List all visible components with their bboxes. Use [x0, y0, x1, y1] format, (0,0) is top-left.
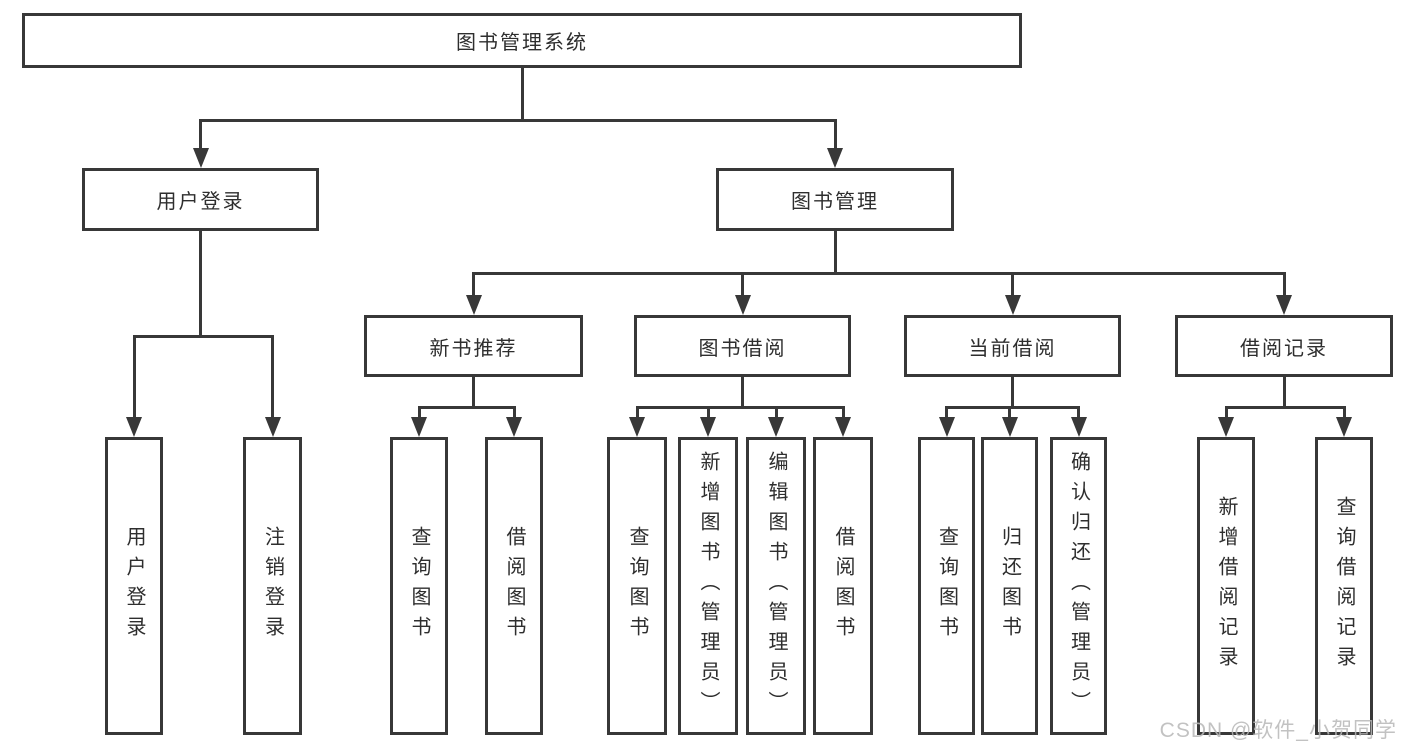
edge-arrowhead	[700, 417, 716, 437]
edge-arrowhead	[192, 148, 209, 168]
edge-line	[199, 119, 202, 154]
edge-line	[1282, 377, 1286, 406]
edge-arrowhead	[1004, 295, 1021, 315]
diagram-box-leaf-add-book: 新增图书（管理员）	[678, 437, 738, 735]
edge-line	[1224, 406, 1346, 409]
edge-line	[945, 406, 1080, 409]
diagram-box-label: 查询图书	[626, 526, 648, 646]
diagram-box-leaf-query-borrow-record: 查询借阅记录	[1315, 437, 1373, 735]
edge-line	[472, 272, 1286, 275]
edge-line	[1011, 272, 1014, 301]
diagram-box-label: 借阅图书	[832, 526, 854, 646]
diagram-box-label: 注销登录	[261, 526, 284, 646]
diagram-box-leaf-edit-book: 编辑图书（管理员）	[746, 437, 806, 735]
diagram-box-label: 确认归还（管理员）	[1067, 451, 1090, 721]
diagram-box-leaf-borrow-book-2: 借阅图书	[813, 437, 873, 735]
edge-line	[1011, 377, 1014, 406]
edge-line	[841, 406, 845, 423]
edge-line	[833, 231, 837, 272]
edge-line	[833, 119, 837, 154]
edge-line	[741, 377, 744, 406]
diagram-box-current-borrow: 当前借阅	[904, 315, 1121, 377]
diagram-box-label: 图书管理系统	[456, 32, 588, 54]
edge-line	[132, 335, 274, 338]
diagram-box-label: 查询图书	[935, 526, 958, 646]
edge-arrowhead	[1276, 295, 1292, 315]
diagram-box-label: 借阅记录	[1240, 337, 1328, 360]
diagram-box-label: 新增借阅记录	[1215, 496, 1237, 676]
diagram-box-user-login: 用户登录	[82, 168, 319, 231]
diagram-box-leaf-query-book-3: 查询图书	[918, 437, 975, 735]
edge-line	[706, 406, 710, 423]
edge-line	[774, 406, 778, 423]
diagram-box-label: 归还图书	[998, 526, 1021, 646]
edge-arrowhead	[835, 417, 851, 437]
edge-line	[741, 272, 744, 301]
diagram-box-leaf-confirm-return: 确认归还（管理员）	[1050, 437, 1107, 735]
diagram-box-root: 图书管理系统	[22, 13, 1022, 68]
edge-arrowhead	[506, 417, 522, 437]
edge-line	[1282, 272, 1286, 301]
diagram-box-leaf-query-book-1: 查询图书	[390, 437, 448, 735]
edge-line	[520, 68, 524, 119]
edge-arrowhead	[264, 417, 281, 437]
edge-line	[132, 335, 136, 423]
csdn-watermark: CSDN @软件_小贺同学	[1159, 719, 1397, 742]
edge-arrowhead	[629, 417, 645, 437]
edge-line	[199, 119, 837, 122]
diagram-box-label: 图书管理	[791, 191, 879, 213]
diagram-box-label: 图书借阅	[698, 337, 787, 360]
diagram-box-label: 新书推荐	[429, 337, 518, 360]
edge-line	[472, 272, 475, 301]
diagram-box-leaf-return-book: 归还图书	[981, 437, 1038, 735]
diagram-box-label: 用户登录	[156, 191, 245, 213]
diagram-box-label: 用户登录	[123, 526, 145, 646]
diagram-box-leaf-user-login: 用户登录	[105, 437, 163, 735]
edge-arrowhead	[1336, 417, 1352, 437]
edge-line	[1224, 406, 1228, 423]
edge-arrowhead	[1070, 417, 1087, 437]
edge-line	[635, 406, 639, 423]
diagram-box-label: 当前借阅	[968, 337, 1057, 360]
edge-line	[635, 406, 845, 409]
diagram-box-label: 新增图书（管理员）	[697, 451, 719, 721]
edge-line	[199, 231, 202, 335]
edge-arrowhead	[827, 148, 843, 168]
diagram-box-book-borrow: 图书借阅	[634, 315, 851, 377]
edge-line	[271, 335, 274, 423]
diagram-box-new-book-rec: 新书推荐	[364, 315, 583, 377]
edge-arrowhead	[1001, 417, 1018, 437]
edge-line	[1342, 406, 1346, 423]
diagram-box-leaf-borrow-book-1: 借阅图书	[485, 437, 543, 735]
edge-arrowhead	[126, 417, 142, 437]
edge-line	[417, 406, 421, 423]
edge-line	[945, 406, 948, 423]
edge-line	[1008, 406, 1011, 423]
diagram-box-borrow-records: 借阅记录	[1175, 315, 1393, 377]
edge-arrowhead	[411, 417, 427, 437]
diagram-box-leaf-logout: 注销登录	[243, 437, 302, 735]
diagram-box-label: 编辑图书（管理员）	[765, 451, 787, 721]
edge-line	[1077, 406, 1080, 423]
edge-arrowhead	[465, 295, 482, 315]
edge-arrowhead	[938, 417, 955, 437]
edge-line	[512, 406, 516, 423]
diagram-box-book-mgmt: 图书管理	[716, 168, 954, 231]
diagram-box-label: 查询图书	[408, 526, 430, 646]
diagram-box-label: 查询借阅记录	[1333, 496, 1355, 676]
edge-line	[472, 377, 475, 406]
edge-line	[417, 406, 516, 409]
edge-arrowhead	[1218, 417, 1234, 437]
edge-arrowhead	[768, 417, 784, 437]
diagram-box-label: 借阅图书	[503, 526, 525, 646]
edge-arrowhead	[734, 295, 751, 315]
diagram-box-leaf-query-book-2: 查询图书	[607, 437, 667, 735]
diagram-box-leaf-add-borrow-record: 新增借阅记录	[1197, 437, 1255, 735]
